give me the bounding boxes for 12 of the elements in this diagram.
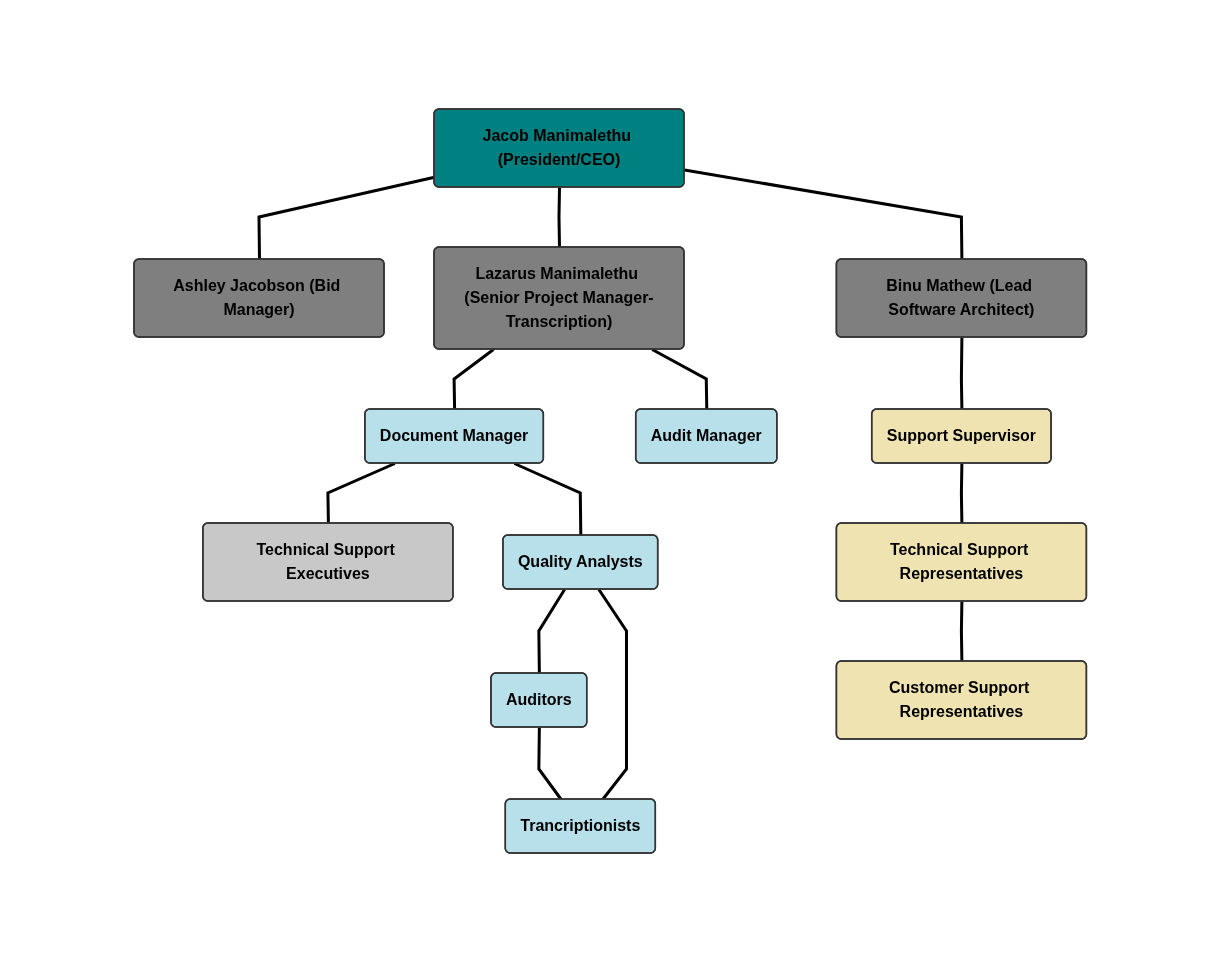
connector	[960, 463, 964, 524]
connector	[514, 462, 583, 536]
connector	[537, 727, 563, 801]
connector	[960, 337, 964, 410]
connector	[557, 187, 562, 248]
connector	[326, 462, 396, 524]
connector	[452, 348, 495, 410]
connector	[537, 588, 567, 674]
connector	[684, 168, 964, 260]
connector	[960, 601, 964, 662]
connector	[651, 348, 709, 410]
connector	[597, 588, 629, 801]
